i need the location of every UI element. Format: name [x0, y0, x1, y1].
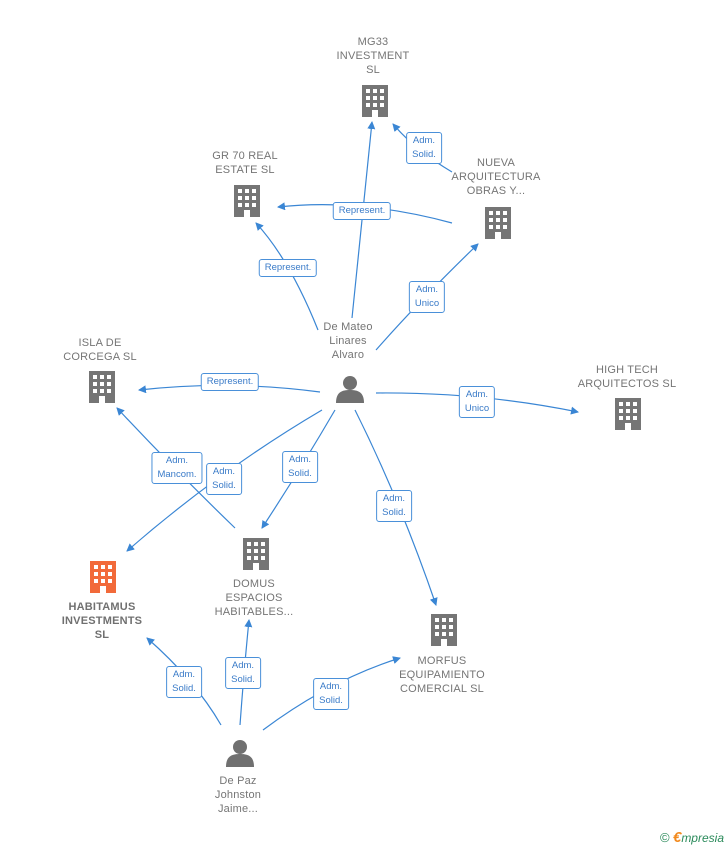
edge-demateo-mg33	[351, 121, 376, 319]
copyright-icon: ©	[660, 830, 670, 845]
node-label-mg33[interactable]: MG33 INVESTMENT SL	[336, 36, 410, 76]
edge-label-demateo-hightech: Adm. Unico	[458, 386, 496, 418]
hightech-building-icon[interactable]	[615, 398, 641, 430]
edge-label-demateo-isla: Represent.	[200, 373, 260, 391]
domus-building-icon[interactable]	[243, 538, 269, 570]
mg33-building-icon[interactable]	[362, 85, 388, 117]
edge-label-depaz-morfus: Adm. Solid.	[313, 678, 349, 710]
brand-watermark: © €mpresia	[660, 829, 724, 846]
edge-label-habitamus-isla: Adm. Mancom.	[151, 452, 203, 484]
habitamus-building-icon[interactable]	[90, 561, 116, 593]
node-label-morfus[interactable]: MORFUS EQUIPAMIENTO COMERCIAL SL	[399, 655, 485, 695]
nueva-building-icon[interactable]	[485, 207, 511, 239]
edge-label-depaz-domus: Adm. Solid.	[225, 657, 261, 689]
node-label-domus[interactable]: DOMUS ESPACIOS HABITABLES...	[214, 578, 294, 618]
node-label-demateo[interactable]: De Mateo Linares Alvaro	[323, 321, 373, 361]
node-label-habitamus[interactable]: HABITAMUS INVESTMENTS SL	[61, 601, 143, 641]
edge-label-depaz-habitamus: Adm. Solid.	[166, 666, 202, 698]
edge-label-demateo-domus: Adm. Solid.	[282, 451, 318, 483]
depaz-person-icon[interactable]	[226, 740, 254, 767]
edge-label-nueva-gr70: Represent.	[332, 202, 392, 220]
morfus-building-icon[interactable]	[431, 614, 457, 646]
node-label-gr70[interactable]: GR 70 REAL ESTATE SL	[212, 150, 278, 176]
edge-label-demateo-gr70: Represent.	[258, 259, 318, 277]
edge-label-nueva-mg33: Adm. Solid.	[406, 132, 442, 164]
gr70-building-icon[interactable]	[234, 185, 260, 217]
isla-building-icon[interactable]	[89, 371, 115, 403]
brand-logo-initial: €	[672, 829, 682, 846]
edge-label-demateo-nueva: Adm. Unico	[408, 281, 446, 313]
node-label-hightech[interactable]: HIGH TECH ARQUITECTOS SL	[577, 364, 677, 390]
node-label-depaz[interactable]: De Paz Johnston Jaime...	[214, 775, 262, 815]
edge-label-demateo-morfus: Adm. Solid.	[376, 490, 412, 522]
edge-label-demateo-habitamus: Adm. Solid.	[206, 463, 242, 495]
demateo-person-icon[interactable]	[336, 376, 364, 403]
node-label-isla[interactable]: ISLA DE CORCEGA SL	[63, 337, 137, 363]
brand-logo-text: mpresia	[681, 831, 724, 845]
node-label-nueva[interactable]: NUEVA ARQUITECTURA OBRAS Y...	[451, 157, 541, 197]
